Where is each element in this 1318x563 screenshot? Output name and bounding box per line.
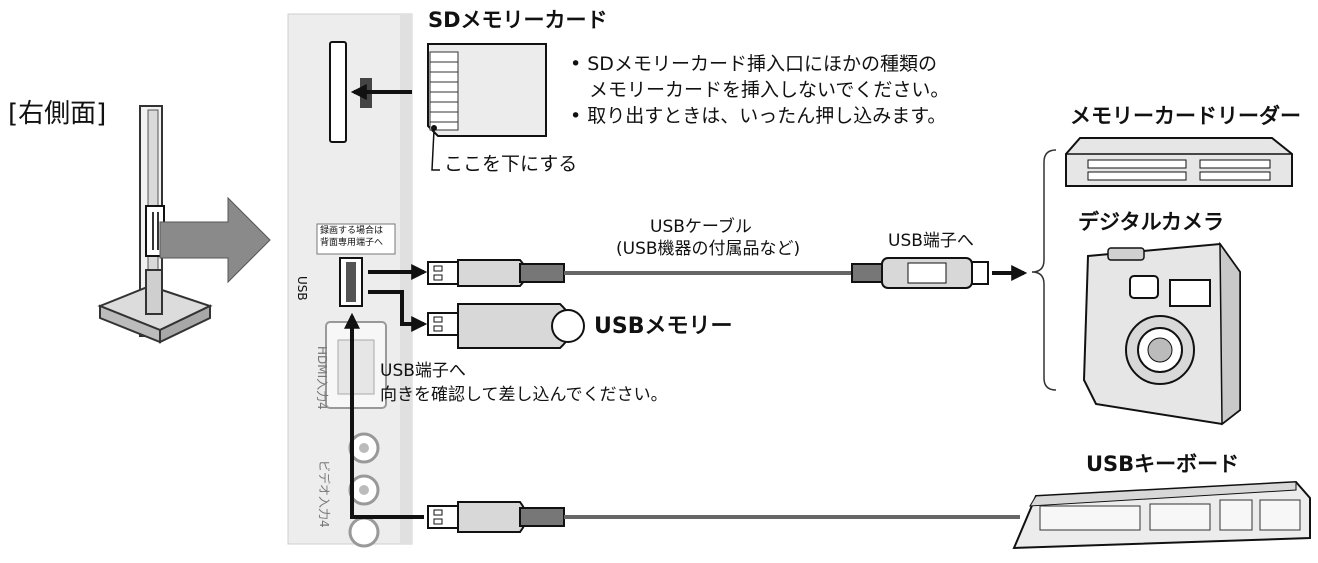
usb-cable-to-port: USB端子へ	[888, 231, 974, 251]
record-note-line-2: 背面専用端子へ	[320, 238, 384, 248]
sd-card	[427, 43, 547, 137]
usb-keyboard	[1012, 480, 1311, 550]
usb-memory	[368, 290, 585, 349]
sd-down-hint: ここを下にする	[444, 153, 578, 175]
sd-note-3: • 取り出すときは、いったん押し込みます。	[570, 105, 947, 127]
sd-card-title: SDメモリーカード	[428, 8, 608, 32]
insert-note-1: USB端子へ	[380, 361, 466, 381]
digital-camera	[1082, 241, 1241, 426]
keyboard-cable	[344, 312, 1020, 533]
usb-cable-title: USBケーブル	[650, 217, 752, 237]
side-label: [右側面]	[8, 99, 107, 129]
insert-note-2: 向きを確認して差し込んでください。	[380, 385, 668, 405]
usb-cable-subtitle: (USB機器の付属品など)	[616, 239, 801, 259]
usb-memory-label: USBメモリー	[594, 314, 733, 339]
video-port-label: ビデオ入力4	[317, 460, 331, 528]
card-reader-label: メモリーカードリーダー	[1070, 104, 1301, 128]
keyboard-label: USBキーボード	[1086, 452, 1240, 476]
usb-cable	[368, 257, 1028, 289]
hdmi-port-label: HDMI入力4	[315, 346, 329, 410]
card-reader	[1065, 137, 1293, 187]
camera-label: デジタルカメラ	[1078, 210, 1224, 234]
record-note-line-1: 録画する場合は	[320, 226, 384, 236]
device-brace	[1031, 149, 1057, 391]
zoom-arrow-icon	[159, 196, 271, 284]
tv-side-view	[97, 105, 213, 344]
usb-port-label: USB	[295, 276, 309, 301]
sd-note-2: メモリーカードを挿入しないでください。	[570, 79, 950, 101]
sd-note-1: • SDメモリーカード挿入口にほかの種類の	[570, 53, 937, 75]
